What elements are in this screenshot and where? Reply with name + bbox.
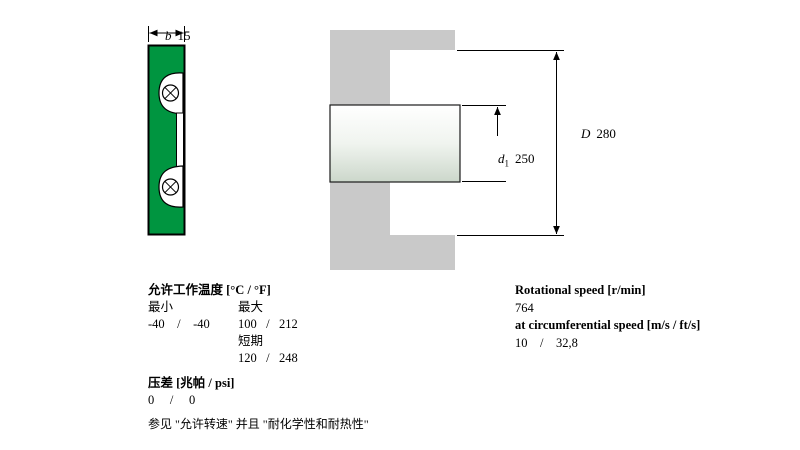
spring-bottom-icon	[161, 178, 180, 196]
temperature-short-term-label: 短期	[238, 334, 264, 348]
pressure-value: 0 / 0	[148, 393, 196, 407]
dimension-b	[148, 26, 185, 42]
rotational-speed-value: 764	[515, 300, 534, 315]
dim-letter-D: D	[581, 126, 591, 141]
specs-left: 允许工作温度 [°C / °F] 最小 -40 / -40 最大 100 / 2…	[148, 282, 369, 433]
temperature-max-value: 100 / 212	[238, 317, 298, 331]
pressure-title: 压差 [兆帕 / psi]	[148, 376, 235, 390]
circumferential-speed-title: at circumferential speed [m/s / ft/s]	[515, 318, 701, 332]
dimension-D	[457, 50, 564, 236]
specs-right: Rotational speed [r/min] 764 at circumfe…	[515, 282, 700, 352]
seal-bore-face	[176, 112, 184, 168]
temperature-min-column: 最小 -40 / -40	[148, 299, 238, 367]
dim-value-b: 15	[177, 28, 191, 43]
dim-letter-d1: d	[498, 151, 505, 166]
dim-letter-b: b	[165, 28, 172, 43]
dim-label-D: D 280	[568, 111, 616, 156]
dim-label-d1: d1 250	[482, 136, 538, 181]
seal-cross-section	[147, 44, 186, 236]
dim-value-d1: 250	[515, 151, 535, 166]
rotational-speed-title: Rotational speed [r/min]	[515, 283, 646, 297]
temperature-max-header: 最大	[238, 300, 264, 314]
temperature-table: 最小 -40 / -40 最大 100 / 212 短期 120 / 248	[148, 299, 369, 367]
dim-value-D: 280	[596, 126, 616, 141]
spring-top-icon	[161, 84, 180, 102]
shaft	[329, 104, 461, 183]
temperature-short-term-value: 120 / 248	[238, 351, 298, 365]
temperature-min-value: -40 / -40	[148, 317, 210, 331]
temperature-title: 允许工作温度 [°C / °F]	[148, 283, 271, 297]
temperature-max-column: 最大 100 / 212 短期 120 / 248	[238, 299, 298, 367]
circumferential-speed-value: 10 / 32,8	[515, 335, 578, 350]
dim-sub-d1: 1	[504, 158, 510, 169]
reference-note: 参见 "允许转速" 并且 "耐化学性和耐热性"	[148, 417, 369, 431]
dim-label-b: b 15	[152, 13, 191, 58]
temperature-min-header: 最小	[148, 300, 174, 314]
